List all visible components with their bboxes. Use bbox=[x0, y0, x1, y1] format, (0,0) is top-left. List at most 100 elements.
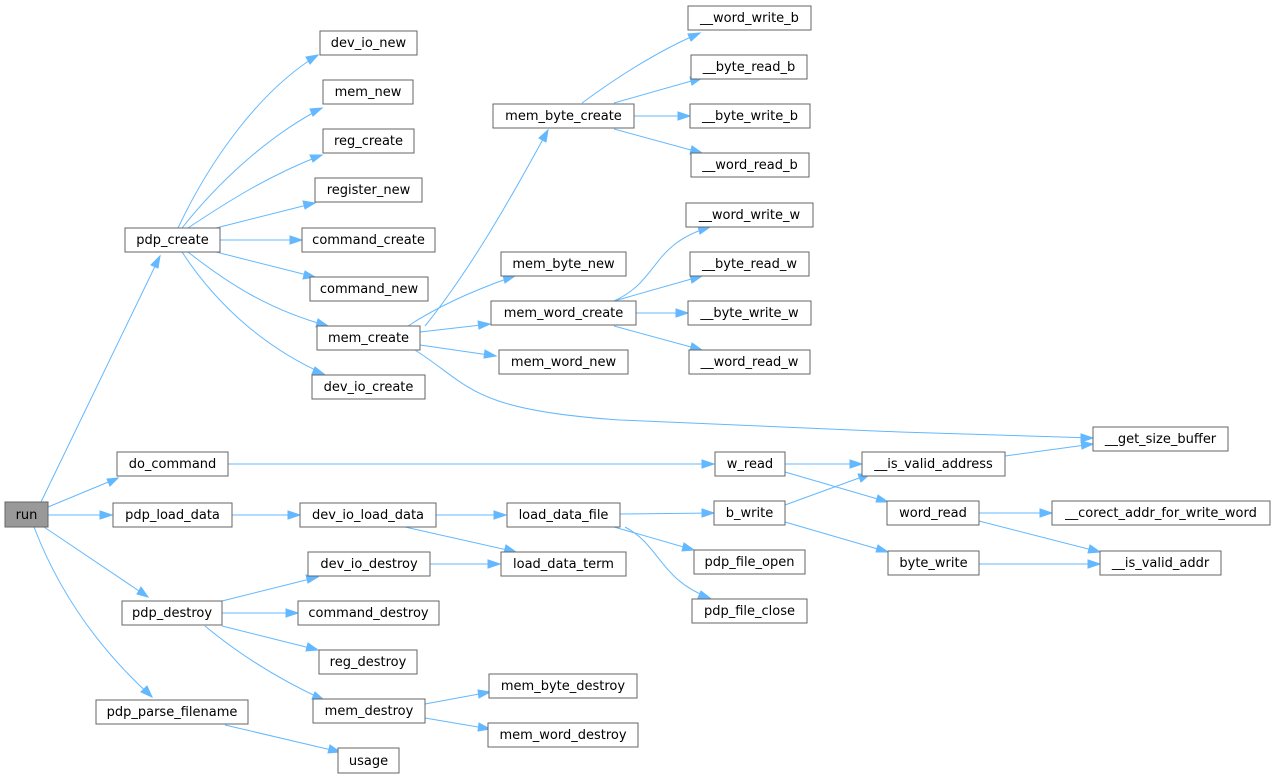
node-byte_write[interactable]: byte_write bbox=[887, 550, 980, 576]
edges-layer bbox=[33, 32, 1102, 754]
node-pdp_file_close-label: pdp_file_close bbox=[704, 604, 795, 619]
node-get_size_buffer[interactable]: __get_size_buffer bbox=[1092, 426, 1229, 452]
node-mem_word_new[interactable]: mem_word_new bbox=[498, 349, 629, 375]
node-pdp_file_open-label: pdp_file_open bbox=[705, 555, 795, 570]
node-load_data_file[interactable]: load_data_file bbox=[506, 502, 621, 528]
node-pdp_load_data[interactable]: pdp_load_data bbox=[112, 502, 233, 528]
node-b_write-label: b_write bbox=[726, 506, 773, 521]
edge-is_valid_address-get_size_buffer bbox=[1004, 440, 1095, 457]
node-reg_destroy[interactable]: reg_destroy bbox=[318, 649, 418, 675]
edge-word_read-is_valid_addr bbox=[978, 520, 1102, 554]
node-mem_word_destroy[interactable]: mem_word_destroy bbox=[487, 722, 639, 748]
node-is_valid_address[interactable]: __is_valid_address bbox=[861, 451, 1006, 477]
node-pdp_file_close[interactable]: pdp_file_close bbox=[691, 598, 808, 624]
node-byte_read_w[interactable]: __byte_read_w bbox=[689, 251, 810, 277]
node-mem_word_destroy-label: mem_word_destroy bbox=[499, 728, 626, 743]
node-load_data_term[interactable]: load_data_term bbox=[500, 551, 627, 577]
node-mem_new-label: mem_new bbox=[335, 85, 402, 100]
node-pdp_destroy[interactable]: pdp_destroy bbox=[121, 600, 223, 626]
node-pdp_parse_filename-label: pdp_parse_filename bbox=[107, 705, 238, 720]
node-dev_io_destroy-label: dev_io_destroy bbox=[320, 557, 418, 572]
node-reg_create-label: reg_create bbox=[334, 134, 403, 149]
node-mem_create-label: mem_create bbox=[328, 331, 409, 346]
node-corect_addr[interactable]: __corect_addr_for_write_word bbox=[1051, 500, 1271, 526]
node-mem_byte_destroy[interactable]: mem_byte_destroy bbox=[488, 673, 638, 699]
node-mem_create[interactable]: mem_create bbox=[316, 325, 421, 351]
edge-load_data_file-pdp_file_close bbox=[624, 526, 712, 599]
node-dev_io_load_data[interactable]: dev_io_load_data bbox=[299, 502, 437, 528]
node-b_write[interactable]: b_write bbox=[713, 500, 786, 526]
edge-load_data_file-pdp_file_open bbox=[613, 526, 696, 552]
node-word_write_w-label: __word_write_w bbox=[698, 208, 801, 223]
node-usage[interactable]: usage bbox=[337, 747, 400, 774]
node-mem_byte_create[interactable]: mem_byte_create bbox=[492, 103, 635, 129]
node-command_destroy[interactable]: command_destroy bbox=[297, 600, 440, 626]
edge-mem_destroy-mem_byte_destroy bbox=[424, 689, 492, 705]
node-command_create[interactable]: command_create bbox=[301, 227, 436, 253]
edge-mem_create-mem_byte_create bbox=[424, 128, 549, 327]
node-w_read-label: w_read bbox=[727, 457, 773, 472]
edge-pdp_destroy-command_destroy bbox=[222, 608, 300, 618]
edge-mem_byte_create-word_read_b bbox=[613, 128, 704, 155]
node-reg_create[interactable]: reg_create bbox=[322, 128, 415, 154]
node-word_read_w[interactable]: __word_read_w bbox=[688, 349, 811, 375]
node-mem_word_create[interactable]: mem_word_create bbox=[490, 300, 637, 326]
node-dev_io_new[interactable]: dev_io_new bbox=[319, 30, 418, 56]
edge-pdp_create-mem_create bbox=[187, 251, 330, 328]
edge-run-pdp_create bbox=[40, 254, 161, 503]
edge-pdp_create-mem_new bbox=[181, 107, 324, 229]
node-word_read-label: word_read bbox=[899, 506, 967, 521]
node-word_write_b[interactable]: __word_write_b bbox=[687, 5, 812, 31]
node-byte_read_b[interactable]: __byte_read_b bbox=[690, 54, 808, 80]
node-get_size_buffer-label: __get_size_buffer bbox=[1104, 432, 1217, 447]
edge-mem_byte_create-byte_read_b bbox=[613, 76, 704, 104]
node-word_write_b-label: __word_write_b bbox=[699, 11, 799, 26]
edge-pdp_create-command_new bbox=[215, 251, 317, 280]
node-register_new[interactable]: register_new bbox=[314, 177, 423, 203]
node-mem_new[interactable]: mem_new bbox=[322, 79, 414, 105]
edge-mem_word_create-word_read_w bbox=[613, 325, 704, 352]
node-usage-label: usage bbox=[349, 754, 388, 769]
edge-run-pdp_parse_filename bbox=[33, 526, 154, 699]
node-byte_write_b-label: __byte_write_b bbox=[701, 109, 798, 124]
node-dev_io_create[interactable]: dev_io_create bbox=[311, 374, 426, 400]
node-dev_io_destroy[interactable]: dev_io_destroy bbox=[307, 551, 431, 577]
edge-mem_word_create-byte_read_w bbox=[613, 274, 704, 302]
node-register_new-label: register_new bbox=[327, 183, 411, 198]
edge-pdp_create-register_new bbox=[215, 200, 317, 229]
node-pdp_create-label: pdp_create bbox=[136, 233, 209, 248]
edge-run-do_command bbox=[47, 477, 120, 508]
node-pdp_parse_filename[interactable]: pdp_parse_filename bbox=[95, 699, 249, 725]
node-command_new[interactable]: command_new bbox=[309, 276, 429, 302]
node-byte_write_w[interactable]: __byte_write_w bbox=[687, 300, 812, 326]
edge-mem_byte_create-byte_write_b bbox=[634, 111, 692, 121]
node-command_destroy-label: command_destroy bbox=[308, 606, 429, 621]
node-command_new-label: command_new bbox=[320, 282, 419, 297]
edge-b_write-is_valid_address bbox=[784, 473, 872, 506]
node-word_write_w[interactable]: __word_write_w bbox=[685, 202, 814, 228]
node-word_read_w-label: __word_read_w bbox=[700, 355, 799, 370]
edge-w_read-word_read bbox=[784, 471, 890, 503]
node-word_read_b-label: __word_read_b bbox=[701, 158, 797, 173]
edge-pdp_destroy-reg_destroy bbox=[221, 625, 320, 652]
node-load_data_file-label: load_data_file bbox=[519, 508, 609, 523]
node-pdp_file_open[interactable]: pdp_file_open bbox=[693, 549, 806, 575]
node-mem_byte_new[interactable]: mem_byte_new bbox=[500, 251, 627, 277]
node-pdp_create[interactable]: pdp_create bbox=[124, 227, 221, 253]
edge-mem_create-mem_word_create bbox=[419, 320, 492, 333]
edge-do_command-w_read bbox=[228, 459, 716, 469]
node-byte_write_w-label: __byte_write_w bbox=[699, 306, 799, 321]
edge-b_write-byte_write bbox=[784, 521, 890, 553]
node-run[interactable]: run bbox=[4, 501, 49, 528]
node-mem_destroy-label: mem_destroy bbox=[325, 704, 414, 719]
node-word_read_b[interactable]: __word_read_b bbox=[690, 152, 810, 178]
node-w_read[interactable]: w_read bbox=[714, 451, 786, 477]
edge-pdp_create-dev_io_new bbox=[177, 54, 320, 229]
node-is_valid_addr[interactable]: __is_valid_addr bbox=[1099, 550, 1222, 576]
node-mem_word_create-label: mem_word_create bbox=[504, 306, 624, 321]
node-byte_write_b[interactable]: __byte_write_b bbox=[689, 103, 811, 129]
node-mem_destroy[interactable]: mem_destroy bbox=[312, 698, 426, 724]
node-do_command[interactable]: do_command bbox=[116, 451, 229, 477]
node-word_read[interactable]: word_read bbox=[886, 500, 980, 526]
